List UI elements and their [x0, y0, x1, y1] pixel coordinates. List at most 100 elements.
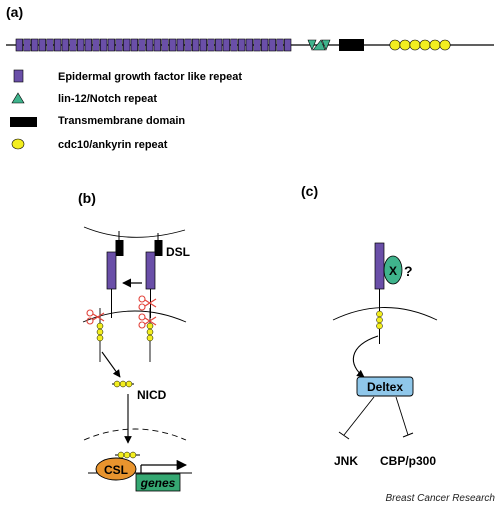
egf-repeat: [146, 38, 154, 52]
ankyrin-repeat: [389, 39, 401, 51]
dsl-ligand-left: [115, 240, 124, 256]
egf-repeat: [199, 38, 207, 52]
egf-repeat: [207, 38, 215, 52]
egf-repeat: [77, 38, 85, 52]
inhibition-bar-jnk: [338, 431, 350, 440]
panel-b-ligand-cell: DSL: [83, 226, 190, 259]
jnk-label: JNK: [334, 454, 358, 468]
legend-lin-icon: [11, 92, 25, 104]
egf-repeat: [161, 38, 169, 52]
lin-notch-repeat: [321, 39, 331, 51]
genes-box: [135, 473, 181, 492]
egf-repeat: [245, 38, 253, 52]
egf-repeat: [15, 38, 23, 52]
scissors-icon: [138, 295, 157, 311]
transmembrane-domain: [339, 39, 364, 51]
notch-extracellular-c: [374, 242, 385, 290]
dsl-ligand-right: [154, 240, 163, 256]
inhibition-bar-cbp: [402, 432, 414, 438]
egf-repeat: [61, 38, 69, 52]
inhibition-line-jnk: [343, 396, 375, 436]
nicd-ankyrin: [113, 380, 133, 388]
inhibition-line-cbp: [395, 396, 409, 436]
scissors-icon: [138, 313, 157, 329]
genes-label: genes: [140, 476, 176, 490]
ligand-cell-membrane: [83, 226, 186, 238]
activation-arrow: [352, 335, 379, 378]
csl-label: CSL: [104, 463, 128, 477]
egf-repeat: [31, 38, 39, 52]
deltex-box: [356, 376, 414, 397]
nicd-label: NICD: [137, 388, 167, 402]
panel-b-label: (b): [78, 190, 96, 206]
egf-repeat: [107, 38, 115, 52]
signal-cell-membrane: [82, 310, 187, 323]
legend-egf-icon: [13, 69, 24, 83]
egf-repeat: [54, 38, 62, 52]
egf-repeat: [169, 38, 177, 52]
egf-repeat: [192, 38, 200, 52]
ankyrin-repeat: [96, 334, 104, 342]
csl-protein: [95, 457, 137, 481]
ankyrin-repeat: [146, 334, 154, 342]
notch-receptor-domain-map: [6, 38, 494, 52]
x-label: X: [389, 264, 397, 278]
ankyrin-repeat: [123, 451, 131, 459]
ankyrin-repeat: [419, 39, 431, 51]
ankyrin-repeat: [125, 380, 133, 388]
egf-repeat: [138, 38, 146, 52]
legend-lin-label: lin-12/Notch repeat: [58, 93, 157, 105]
cbp-label: CBP/p300: [380, 454, 436, 468]
lin-notch-repeat-row: [307, 39, 331, 51]
egf-repeat: [253, 38, 261, 52]
egf-repeat: [230, 38, 238, 52]
ankyrin-repeat: [376, 322, 383, 330]
egf-repeat: [222, 38, 230, 52]
legend-tm-icon: [10, 117, 37, 127]
ankyrin-repeat: [439, 39, 451, 51]
deltex-label: Deltex: [367, 380, 403, 394]
legend: Epidermal growth factor like repeat lin-…: [10, 69, 242, 151]
ankyrin-repeat: [146, 322, 154, 330]
receptor-ankyrin-c: [376, 310, 383, 330]
ankyrin-repeat: [96, 322, 104, 330]
receptor-ankyrin-right: [146, 322, 154, 342]
egf-repeat: [115, 38, 123, 52]
ankyrin-repeat: [119, 380, 127, 388]
egf-repeat: [23, 38, 31, 52]
receptor-ankyrin-left: [96, 322, 104, 342]
panel-c-pathway: X ? Deltex JNK CBP/p300: [332, 242, 438, 468]
ankyrin-repeat: [117, 451, 125, 459]
ankyrin-repeat: [113, 380, 121, 388]
egf-repeat: [276, 38, 284, 52]
panel-c-label: (c): [301, 183, 318, 199]
egf-repeat: [268, 38, 276, 52]
egf-repeat: [46, 38, 54, 52]
egf-repeat: [184, 38, 192, 52]
unknown-mark: ?: [404, 263, 413, 279]
ankyrin-repeat: [146, 328, 154, 336]
egf-repeat: [153, 38, 161, 52]
ankyrin-repeat: [96, 328, 104, 336]
notch-extracellular-left: [106, 251, 117, 290]
lin-notch-repeat: [307, 39, 317, 51]
source-credit: Breast Cancer Research: [386, 493, 496, 504]
egf-repeat: [69, 38, 77, 52]
lin-notch-repeat: [312, 39, 326, 51]
panel-b-receptors: [106, 251, 156, 318]
panel-a-label: (a): [6, 4, 23, 20]
notch-extracellular-right: [145, 251, 156, 290]
egf-repeat: [92, 38, 100, 52]
egf-repeat: [284, 38, 292, 52]
legend-cdc-icon: [11, 138, 25, 150]
ankyrin-repeat: [376, 316, 383, 324]
legend-tm-label: Transmembrane domain: [58, 115, 185, 127]
egf-repeat: [176, 38, 184, 52]
ankyrin-repeat-row: [389, 39, 451, 51]
ankyrin-repeat: [376, 310, 383, 318]
scissors-icon: [86, 309, 105, 325]
egf-repeat: [84, 38, 92, 52]
egf-repeat: [261, 38, 269, 52]
release-arrow: [101, 351, 121, 378]
